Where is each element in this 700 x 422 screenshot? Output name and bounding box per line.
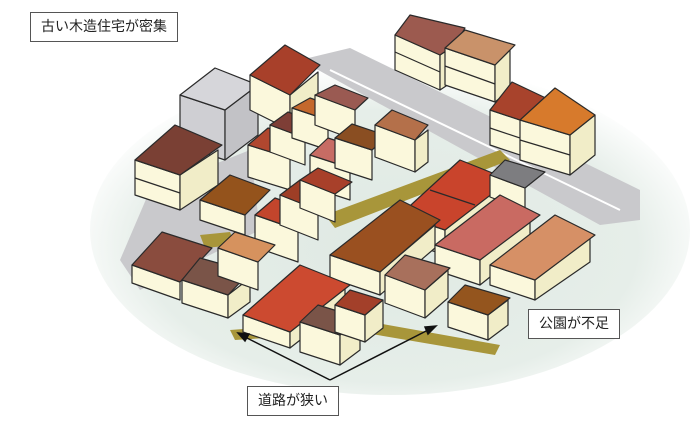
house <box>217 231 276 291</box>
label-dense-old-wooden-houses: 古い木造住宅が密集 <box>30 12 178 42</box>
long-house <box>489 214 596 301</box>
house <box>334 289 384 343</box>
house <box>134 124 223 211</box>
house <box>444 29 516 103</box>
house <box>374 109 429 173</box>
house <box>384 254 451 319</box>
house <box>131 231 213 301</box>
house <box>299 167 353 223</box>
house <box>314 84 369 141</box>
house <box>447 284 511 341</box>
label-lack-of-parks: 公園が不足 <box>528 309 620 339</box>
label-narrow-roads: 道路が狭い <box>247 386 339 416</box>
house <box>519 87 596 176</box>
house <box>199 174 271 236</box>
narrow-road-arrows <box>236 325 438 381</box>
